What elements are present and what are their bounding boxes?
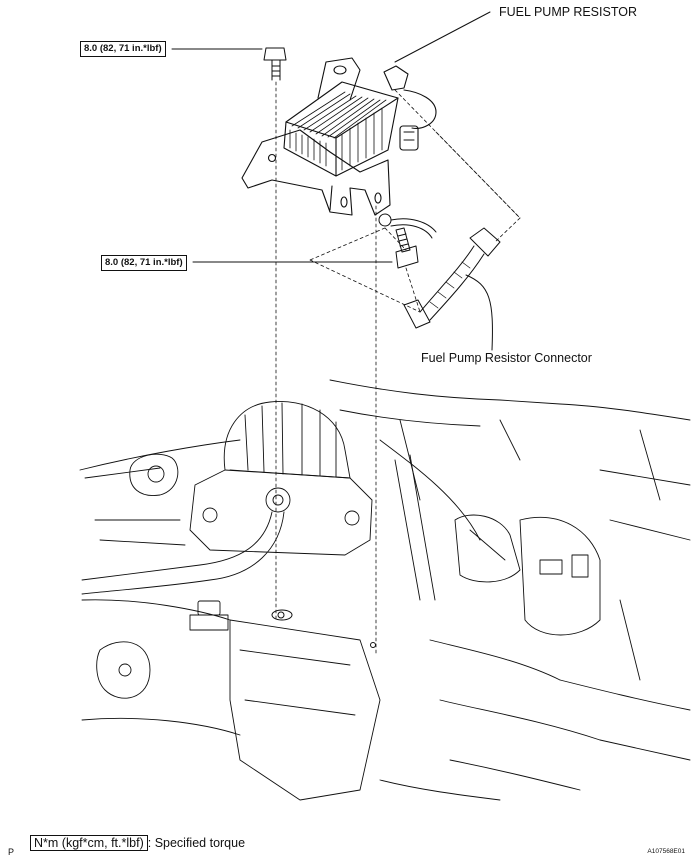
engine-bay-background: [79, 379, 691, 801]
leader-lines: [171, 11, 493, 351]
fuel-pump-resistor-assembly: [241, 57, 437, 216]
legend-torque-units-box: N*m (kgf*cm, ft.*lbf): [30, 835, 148, 851]
connector-harness: [403, 227, 501, 329]
fuel-pump-resistor-connector-label: Fuel Pump Resistor Connector: [421, 351, 592, 365]
figure-id: A107568E01: [647, 848, 685, 855]
middle-bolt: [395, 227, 419, 269]
torque-legend: N*m (kgf*cm, ft.*lbf): Specified torque: [30, 835, 246, 851]
top-bolt: [263, 47, 287, 81]
fuel-pump-resistor-label: FUEL PUMP RESISTOR: [499, 5, 637, 19]
torque-spec-top: 8.0 (82, 71 in.*lbf): [80, 41, 166, 57]
ground-wire: [378, 213, 437, 239]
legend-description: : Specified torque: [147, 836, 246, 850]
corner-mark: P: [8, 847, 15, 857]
torque-spec-middle: 8.0 (82, 71 in.*lbf): [101, 255, 187, 271]
alignment-lines: [275, 81, 521, 656]
